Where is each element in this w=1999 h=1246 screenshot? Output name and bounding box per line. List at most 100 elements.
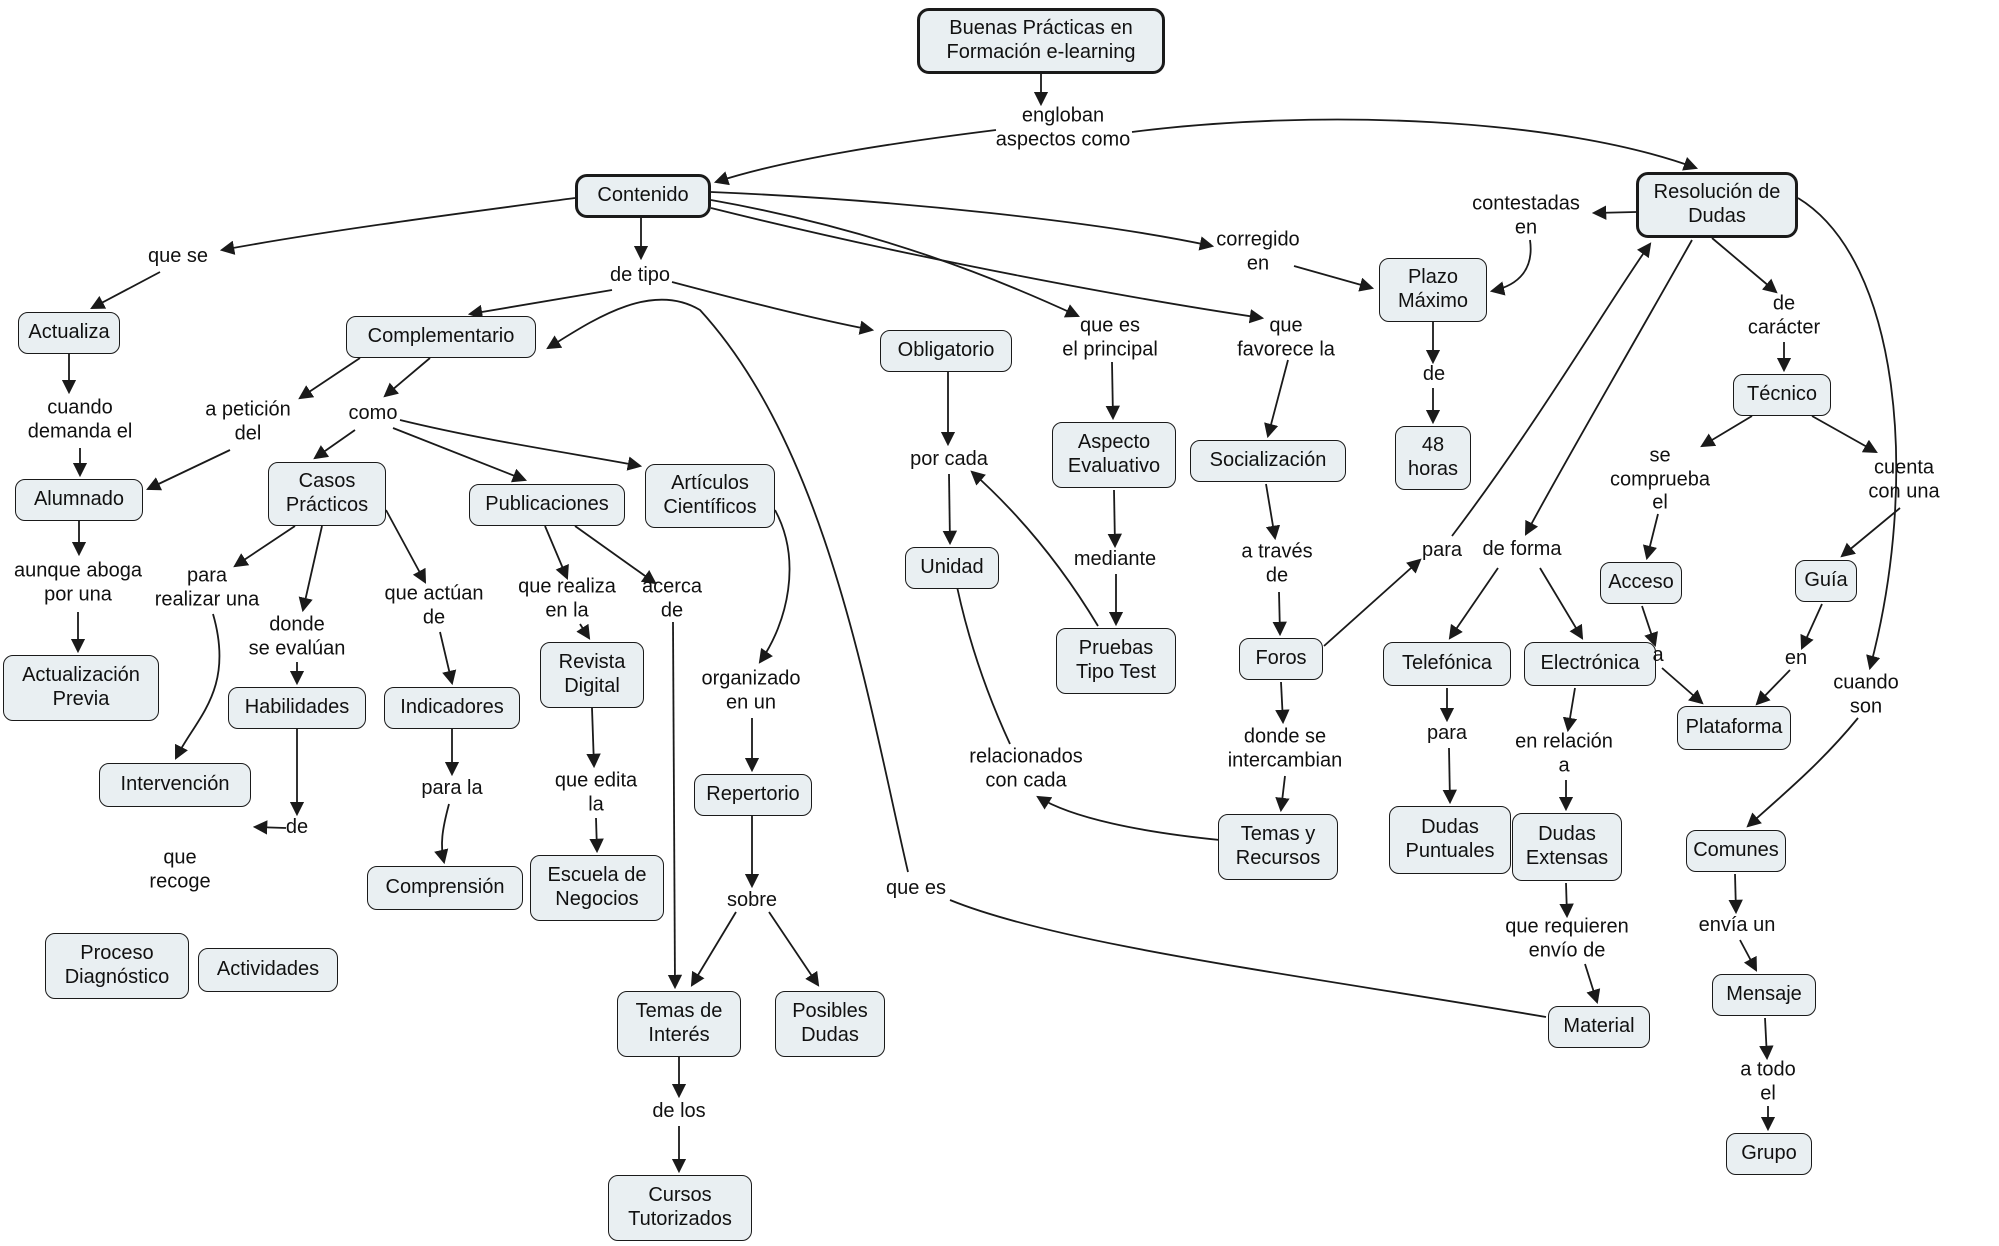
node-label-guia: Guía [1804, 569, 1848, 592]
node-alumnado: Alumnado [15, 479, 143, 521]
edge-engloban-contenido [713, 129, 997, 186]
edge-acceso-a [1641, 605, 1658, 648]
node-foros: Foros [1239, 638, 1323, 680]
link-label-que-favorece-la: que favorece la [1237, 314, 1335, 360]
node-label-repertorio: Repertorio [706, 783, 800, 806]
node-label-indicadores: Indicadores [400, 696, 504, 719]
link-label-engloban: engloban aspectos como [995, 104, 1131, 150]
link-label-sobre: sobre [726, 889, 778, 912]
edge-de-forma-electronica [1539, 567, 1584, 640]
link-label-que-realiza-en-la: que realiza en la [518, 575, 616, 621]
node-pruebas-tipo-test: Pruebas Tipo Test [1056, 628, 1176, 694]
edge-como-articulos [399, 419, 643, 471]
node-guia: Guía [1795, 560, 1857, 602]
link-label-de-caracter: de carácter [1747, 292, 1821, 338]
edge-foros-donde-intercambian [1275, 681, 1290, 725]
node-acceso: Acceso [1600, 562, 1682, 604]
node-label-comprension: Comprensión [385, 876, 505, 899]
edge-que-edita-escuela [589, 817, 604, 854]
link-label-a-todo-el: a todo el [1740, 1058, 1796, 1104]
edge-corregido-plazo [1293, 265, 1375, 292]
node-cursos-tutorizados: Cursos Tutorizados [608, 1175, 752, 1241]
node-casos-practicos: Casos Prácticos [268, 462, 386, 526]
node-label-aspecto-evaluativo: Aspecto Evaluativo [1067, 431, 1161, 477]
edge-de-tipo-complementario [467, 289, 613, 320]
node-label-proceso-diagnostico: Proceso Diagnóstico [64, 942, 170, 988]
edge-resolucion-de-caracter [1711, 237, 1778, 294]
node-label-plazo-maximo: Plazo Máximo [1397, 266, 1468, 312]
edge-aspecto-mediante [1107, 489, 1122, 549]
edge-de-forma-telefonica [1448, 567, 1499, 640]
link-label-donde-se-intercambian: donde se intercambian [1227, 725, 1343, 771]
edge-complementario-como [383, 357, 431, 398]
node-label-dudas-extensas: Dudas Extensas [1525, 823, 1609, 869]
node-comunes: Comunes [1686, 830, 1786, 872]
edge-contestadas-plazo [1489, 239, 1532, 296]
edge-se-comprueba-acceso [1642, 513, 1659, 561]
edge-dudas-extensas-que-requieren [1559, 882, 1574, 919]
node-socializacion: Socialización [1190, 440, 1346, 482]
link-label-cuenta-con-una: cuenta con una [1868, 456, 1940, 502]
edge-comunes-envia-un [1728, 873, 1743, 915]
node-label-dudas-puntuales: Dudas Puntuales [1405, 816, 1495, 862]
link-label-para-resolucion: para [1421, 539, 1463, 562]
node-label-posibles-dudas: Posibles Dudas [792, 1000, 868, 1046]
link-label-acerca-de: acerca de [641, 575, 703, 621]
node-dudas-extensas: Dudas Extensas [1512, 813, 1622, 881]
edge-para-dudas-puntuales [1442, 747, 1457, 805]
link-label-a-peticion-del: a petición del [205, 398, 291, 444]
node-grupo: Grupo [1726, 1133, 1812, 1175]
link-label-que-actuan-de: que actúan de [384, 582, 484, 628]
edge-como-casos [313, 429, 356, 460]
node-revista-digital: Revista Digital [540, 642, 644, 708]
edge-contenido-que-favorece [710, 207, 1265, 324]
node-posibles-dudas: Posibles Dudas [775, 991, 885, 1057]
node-dudas-puntuales: Dudas Puntuales [1389, 806, 1511, 874]
node-label-comunes: Comunes [1693, 839, 1779, 862]
edge-que-actuan-indicadores [439, 631, 457, 686]
node-unidad: Unidad [905, 547, 999, 589]
edge-mensaje-a-todo [1759, 1017, 1774, 1061]
link-label-en-plataforma: en [1784, 647, 1808, 670]
link-label-de-plazo: de [1422, 363, 1446, 386]
link-label-de-tipo: de tipo [609, 264, 671, 287]
node-label-plataforma: Plataforma [1685, 716, 1783, 739]
edge-complementario-a-peticion [298, 357, 361, 400]
node-label-temas-recursos: Temas y Recursos [1235, 823, 1321, 869]
edge-para-realizar-intervencion [175, 613, 221, 760]
node-escuela-negocios: Escuela de Negocios [530, 855, 664, 921]
edge-cuando-son-comunes [1746, 717, 1859, 828]
node-indicadores: Indicadores [384, 687, 520, 729]
link-label-organizado-en-un: organizado en un [701, 667, 801, 713]
node-mensaje: Mensaje [1712, 974, 1816, 1016]
edge-para-resolucion-edge [1451, 242, 1652, 537]
node-habilidades: Habilidades [228, 687, 366, 729]
node-label-foros: Foros [1255, 647, 1307, 670]
edge-que-es-complementario [546, 298, 909, 873]
node-main: Buenas Prácticas en Formación e-learning [917, 8, 1165, 74]
node-label-complementario: Complementario [367, 325, 515, 348]
node-label-temas-interes: Temas de Interés [635, 1000, 723, 1046]
link-label-por-cada: por cada [910, 448, 988, 471]
node-label-grupo: Grupo [1741, 1142, 1797, 1165]
edge-tecnico-se-comprueba [1700, 415, 1753, 448]
link-label-cuando-demanda-el: cuando demanda el [27, 396, 133, 442]
edge-de-intervencion [252, 820, 287, 835]
edge-envia-un-mensaje [1739, 939, 1758, 972]
edge-casos-para-realizar [233, 525, 296, 568]
node-label-acceso: Acceso [1608, 571, 1674, 594]
link-label-donde-se-evaluan: donde se evalúan [248, 613, 346, 659]
node-label-resolucion-dudas: Resolución de Dudas [1653, 181, 1781, 227]
link-label-que-requieren-envio-de: que requieren envío de [1505, 915, 1629, 961]
link-label-en-relacion-a: en relación a [1515, 730, 1613, 776]
node-telefonica: Telefónica [1383, 642, 1511, 686]
node-comprension: Comprensión [367, 866, 523, 910]
node-electronica: Electrónica [1524, 642, 1656, 686]
node-label-electronica: Electrónica [1540, 652, 1640, 675]
edge-que-realiza-revista [576, 623, 591, 640]
edge-resolucion-cuando-son [1797, 197, 1898, 671]
edge-como-publicaciones [392, 427, 528, 483]
node-label-tecnico: Técnico [1746, 383, 1818, 406]
edge-sobre-posibles-dudas [768, 911, 820, 987]
